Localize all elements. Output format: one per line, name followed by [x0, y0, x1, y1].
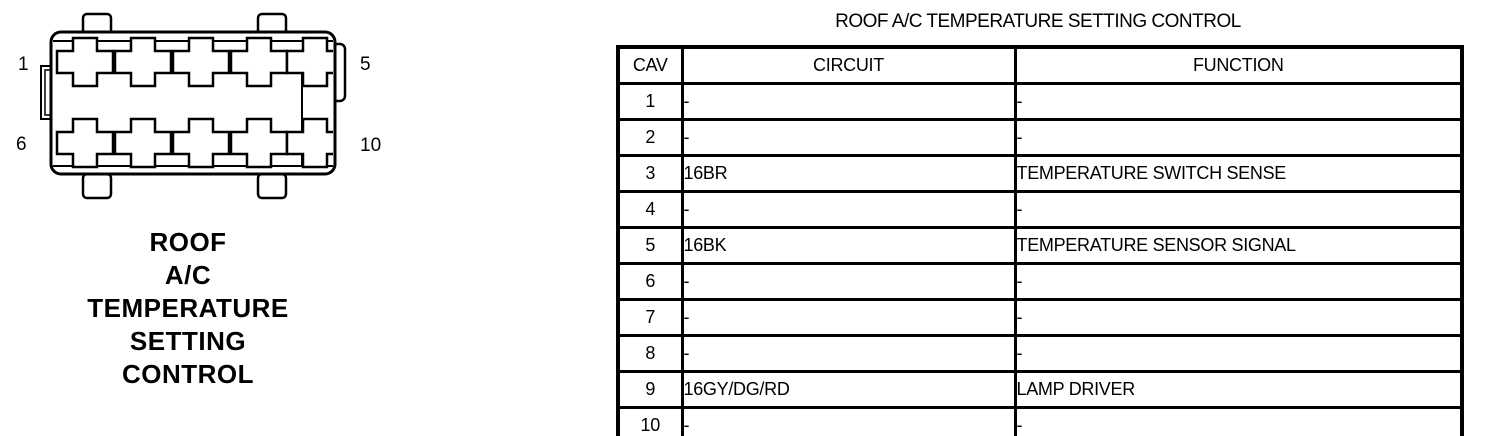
cell-function: TEMPERATURE SENSOR SIGNAL — [1013, 226, 1464, 265]
cell-function: - — [1013, 190, 1464, 229]
pin-label-10: 10 — [360, 135, 381, 156]
table-header-row: CAV CIRCUIT FUNCTION — [616, 45, 1464, 85]
cell-circuit: - — [680, 190, 1017, 229]
cell-cav: 1 — [616, 82, 684, 121]
table-row: 9 16GY/DG/RD LAMP DRIVER — [616, 370, 1464, 409]
cell-cav: 3 — [616, 154, 684, 193]
caption-line: SETTING — [129, 326, 247, 356]
cell-circuit: 16BK — [680, 226, 1017, 265]
table-row: 2 - - — [616, 118, 1464, 157]
caption-line: A/C — [164, 260, 212, 290]
cell-cav: 9 — [616, 370, 684, 409]
table-row: 4 - - — [616, 190, 1464, 229]
cell-cav: 4 — [616, 190, 684, 229]
cell-circuit: 16GY/DG/RD — [680, 370, 1017, 409]
cell-cav: 10 — [616, 406, 684, 436]
table-row: 5 16BK TEMPERATURE SENSOR SIGNAL — [616, 226, 1464, 265]
table-title: ROOF A/C TEMPERATURE SETTING CONTROL — [835, 11, 1241, 32]
cell-function: - — [1013, 118, 1464, 157]
cell-circuit: 16BR — [680, 154, 1017, 193]
table-row: 7 - - — [616, 298, 1464, 337]
column-header-circuit: CIRCUIT — [680, 45, 1017, 85]
cell-circuit: - — [680, 298, 1017, 337]
cell-function: - — [1013, 298, 1464, 337]
connector-caption: ROOF A/C TEMPERATURE SETTING CONTROL — [28, 226, 348, 391]
pin-label-6: 6 — [16, 134, 27, 155]
cell-function: TEMPERATURE SWITCH SENSE — [1013, 154, 1464, 193]
cell-cav: 7 — [616, 298, 684, 337]
pinout-table: CAV CIRCUIT FUNCTION 1 - - 2 - - 3 — [616, 45, 1464, 436]
cell-function: - — [1013, 262, 1464, 301]
cell-function: - — [1013, 82, 1464, 121]
cell-cav: 2 — [616, 118, 684, 157]
cell-circuit: - — [680, 406, 1017, 436]
caption-line: ROOF — [149, 227, 227, 257]
cell-function: - — [1013, 334, 1464, 373]
cell-cav: 5 — [616, 226, 684, 265]
connector-diagram: 1 5 6 10 — [16, 12, 381, 200]
cell-circuit: - — [680, 334, 1017, 373]
cell-circuit: - — [680, 82, 1017, 121]
pin-label-1: 1 — [18, 54, 29, 75]
caption-line: CONTROL — [121, 359, 255, 389]
table-row: 3 16BR TEMPERATURE SWITCH SENSE — [616, 154, 1464, 193]
table-row: 6 - - — [616, 262, 1464, 301]
cell-cav: 6 — [616, 262, 684, 301]
cell-circuit: - — [680, 262, 1017, 301]
table-row: 1 - - — [616, 82, 1464, 121]
table-row: 10 - - — [616, 406, 1464, 436]
cell-circuit: - — [680, 118, 1017, 157]
column-header-function: FUNCTION — [1013, 45, 1464, 85]
pinout-panel: ROOF A/C TEMPERATURE SETTING CONTROL CAV… — [616, 12, 1464, 436]
column-header-cav: CAV — [616, 45, 684, 85]
cell-cav: 8 — [616, 334, 684, 373]
table-row: 8 - - — [616, 334, 1464, 373]
cell-function: - — [1013, 406, 1464, 436]
caption-line: TEMPERATURE — [87, 293, 289, 323]
cell-function: LAMP DRIVER — [1013, 370, 1464, 409]
pin-label-5: 5 — [360, 54, 371, 75]
